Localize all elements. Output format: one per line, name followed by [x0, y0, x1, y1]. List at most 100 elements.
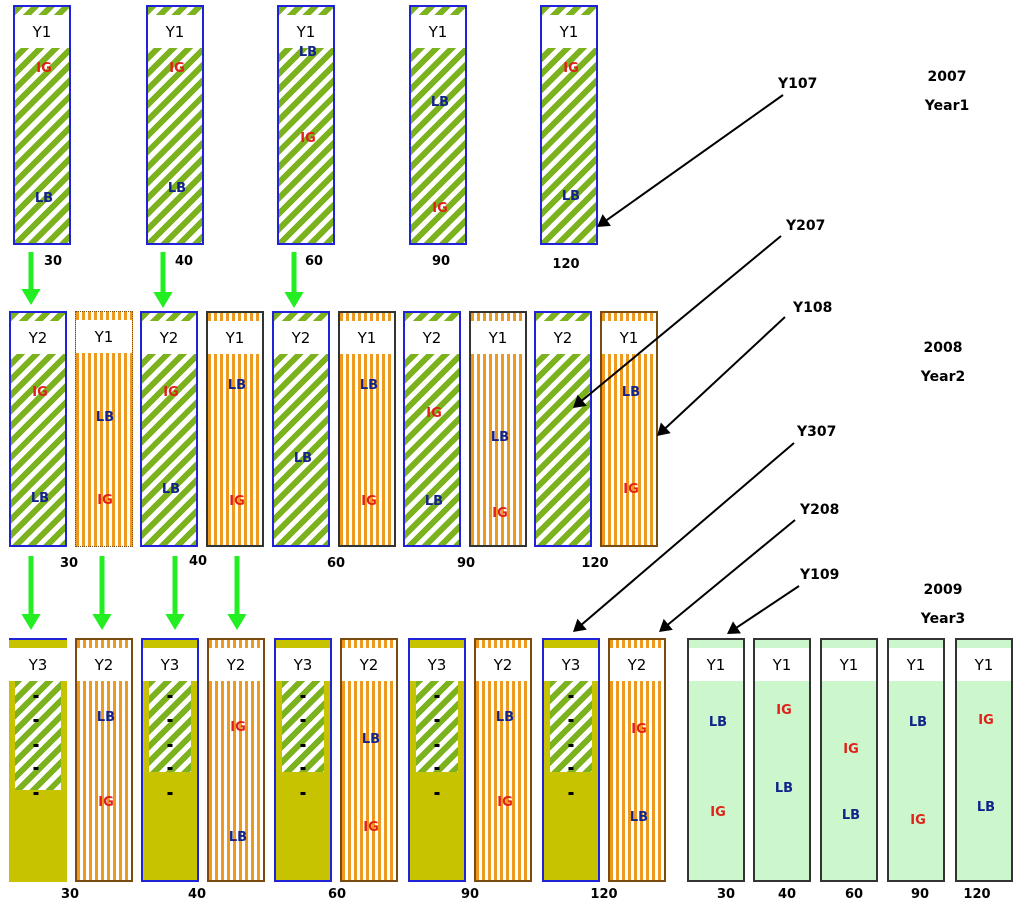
year-name-label: Year2: [920, 369, 966, 385]
plot-code-callout: Y108: [793, 300, 833, 316]
plot-dash-mark: [33, 792, 39, 795]
plot-dash-mark: [434, 744, 440, 747]
ig-label: IG: [776, 702, 792, 718]
lb-label: LB: [976, 800, 996, 816]
plot-code-callout: Y107: [778, 76, 818, 92]
plot-year-label: Y1: [340, 321, 394, 354]
callout-arrow: [657, 316, 786, 436]
carryover-arrow: [165, 556, 185, 630]
lb-label: LB: [228, 829, 248, 845]
plot-rate-label: 60: [304, 254, 324, 269]
plot-code-callout: Y207: [786, 218, 826, 234]
plot-year-label: Y2: [536, 321, 590, 354]
plot-r2p9: Y2: [534, 311, 592, 547]
plot-year-label: Y1: [542, 15, 596, 48]
plot-rate-label: 90: [910, 887, 930, 902]
plot-hatch-remnant: [15, 680, 61, 790]
plot-rate-label: 40: [174, 254, 194, 269]
carryover-arrow: [153, 252, 173, 308]
ig-label: IG: [36, 61, 52, 77]
plot-year-label: Y1: [411, 15, 465, 48]
ig-label: IG: [163, 385, 179, 401]
plot-dash-mark: [33, 767, 39, 770]
plot-rate-label: 30: [716, 887, 736, 902]
plot-rate-label: 40: [777, 887, 797, 902]
callout-arrow: [573, 442, 795, 632]
lb-label: LB: [708, 714, 728, 730]
plot-year-label: Y2: [209, 648, 263, 681]
callout-arrow: [573, 235, 782, 408]
year-name-label: Year1: [924, 98, 970, 114]
plot-year-label: Y3: [410, 648, 464, 681]
plot-year-label: Y1: [471, 321, 525, 354]
plot-dash-mark: [167, 695, 173, 698]
plot-r3p9: Y3: [542, 638, 600, 882]
ig-label: IG: [978, 712, 994, 728]
ig-label: IG: [169, 61, 185, 77]
plot-year-label: Y1: [689, 648, 743, 681]
plot-dash-mark: [568, 695, 574, 698]
ig-label: IG: [426, 406, 442, 422]
lb-label: LB: [96, 710, 116, 726]
lb-label: LB: [561, 188, 581, 204]
plot-rate-label: 90: [431, 254, 451, 269]
plot-dash-mark: [33, 719, 39, 722]
plot-dash-mark: [167, 767, 173, 770]
plot-dash-mark: [568, 744, 574, 747]
carryover-arrow: [21, 556, 41, 630]
ig-label: IG: [563, 61, 579, 77]
plot-dash-mark: [300, 695, 306, 698]
plot-year-label: Y2: [610, 648, 664, 681]
ig-label: IG: [710, 805, 726, 821]
plot-year-label: Y1: [822, 648, 876, 681]
plot-year-label: Y1: [889, 648, 943, 681]
lb-label: LB: [30, 491, 50, 507]
ig-label: IG: [32, 385, 48, 401]
plot-code-callout: Y307: [797, 424, 837, 440]
lb-label: LB: [490, 430, 510, 446]
plot-year-label: Y1: [15, 15, 69, 48]
plot-rate-label: 120: [552, 257, 580, 272]
plot-rate-label: 120: [590, 887, 618, 902]
ig-label: IG: [910, 812, 926, 828]
plot-dash-mark: [300, 744, 306, 747]
plot-year-label: Y3: [276, 648, 330, 681]
plot-year-label: Y1: [76, 320, 132, 353]
year-number-label: 2008: [923, 340, 963, 356]
year-number-label: 2009: [923, 582, 963, 598]
plot-dash-mark: [568, 719, 574, 722]
plot-year-label: Y2: [405, 321, 459, 354]
plot-rate-label: 90: [460, 887, 480, 902]
lb-label: LB: [361, 732, 381, 748]
plot-dash-mark: [434, 719, 440, 722]
plot-r3p1: Y3: [9, 638, 67, 882]
ig-label: IG: [300, 131, 316, 146]
lb-label: LB: [629, 810, 649, 826]
plot-year-label: Y1: [755, 648, 809, 681]
carryover-arrow: [92, 556, 112, 630]
plot-year-label: Y2: [11, 321, 65, 354]
plot-year-label: Y1: [279, 15, 333, 48]
plot-year-label: Y1: [602, 321, 656, 354]
plot-code-callout: Y109: [800, 567, 840, 583]
plot-dash-mark: [300, 767, 306, 770]
year-name-label: Year3: [920, 611, 966, 627]
plot-r3p7: Y3: [408, 638, 466, 882]
ig-label: IG: [98, 795, 114, 811]
ig-label: IG: [623, 482, 639, 497]
